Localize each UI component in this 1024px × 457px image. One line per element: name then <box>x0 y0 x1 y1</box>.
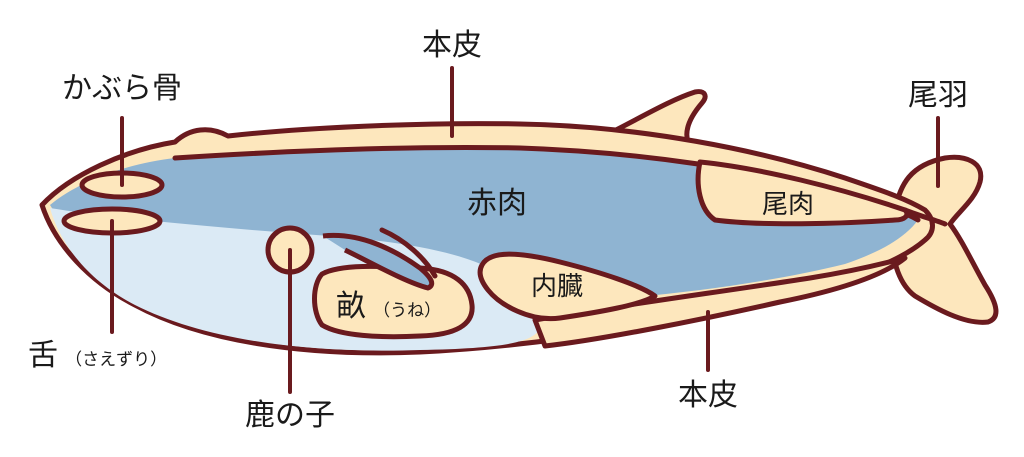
label-une: 畝 （うね） <box>336 289 441 324</box>
label-une-main: 畝 <box>336 289 366 324</box>
label-kanoko: 鹿の子 <box>245 398 335 433</box>
label-une-sub: （うね） <box>373 301 441 321</box>
label-shita-main: 舌 <box>28 338 58 373</box>
tail-line <box>902 207 948 227</box>
lower-skin-band <box>532 255 908 349</box>
label-hongawa-bottom: 本皮 <box>678 378 738 413</box>
label-shita-sub: （さえずり） <box>65 350 167 370</box>
flipper-2 <box>379 227 438 279</box>
flipper <box>322 232 435 291</box>
tail-fluke <box>890 154 999 325</box>
label-naizou: 内臓 <box>531 272 583 302</box>
leader-lines <box>110 66 940 394</box>
label-obane: 尾羽 <box>908 78 968 113</box>
organs-region <box>477 251 658 322</box>
tail-meat-region <box>695 159 910 227</box>
label-kabura: かぶら骨 <box>62 71 182 106</box>
dorsal-fin <box>607 89 708 145</box>
label-akaniku: 赤肉 <box>467 186 527 221</box>
label-shita: 舌 （さえずり） <box>28 338 167 373</box>
label-oniku: 尾肉 <box>762 190 814 220</box>
label-hongawa-top: 本皮 <box>422 28 482 63</box>
